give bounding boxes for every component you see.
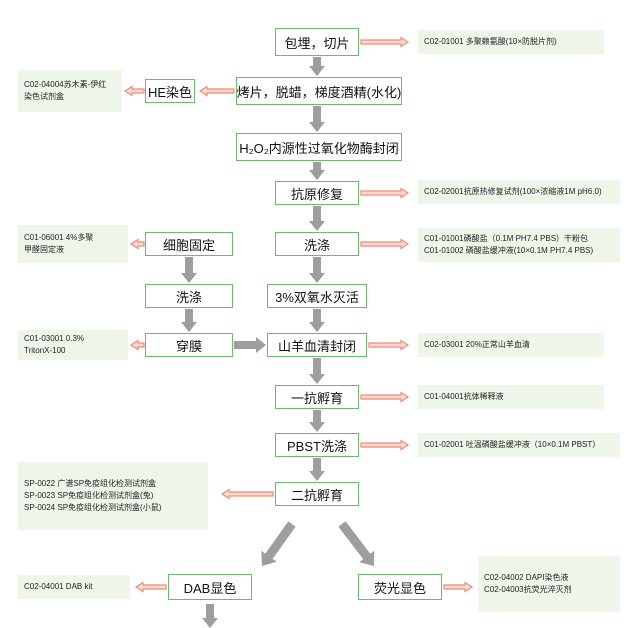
reagent-note-primary: C01-04001抗体稀释液 — [418, 385, 604, 409]
reagent-line: C01-02001 吐温磷酸盐缓冲液（10×0.1M PBST） — [424, 440, 601, 449]
reagent-line: C01-01001磷酸盐（0.1M PH7.4 PBS）干粉包 — [424, 234, 589, 243]
step-serum-block: 山羊血清封闭 — [267, 333, 367, 357]
arrow-diag-to-fluor — [338, 521, 375, 566]
step-label: DAB显色 — [183, 580, 237, 596]
step-cell-fixation: 细胞固定 — [145, 232, 233, 256]
arrow-down-h2o2-serum — [309, 309, 325, 332]
arrow-right-reagent-serum — [368, 339, 410, 351]
step-label: 二抗孵育 — [290, 487, 343, 503]
arrow-down-wash-perm — [181, 309, 197, 332]
reagent-note-embed: C02-01001 多聚赖氨酸(10×防脱片剂) — [418, 30, 604, 54]
step-label: 穿膜 — [175, 338, 202, 354]
step-peroxidase-block: H₂O₂内源性过氧化物酶封闭 — [236, 133, 402, 161]
reagent-line: C01-03001 0.3% — [24, 334, 85, 343]
reagent-line: C01-04001抗体稀释液 — [424, 392, 504, 401]
arrow-down-pbst-secondary — [309, 458, 325, 481]
reagent-line: C02-04002 DAPI染色液 — [484, 573, 569, 582]
reagent-line: C02-03001 20%正常山羊血清 — [424, 340, 530, 349]
reagent-note-wash: C01-01001磷酸盐（0.1M PH7.4 PBS）干粉包 C01-0100… — [418, 228, 620, 262]
step-h2o2-inactivation: 3%双氧水灭活 — [267, 284, 367, 308]
arrow-left-reagent-secondary — [220, 488, 274, 500]
arrow-right-reagent-fluor — [443, 581, 474, 593]
step-wash-cells: 洗涤 — [145, 284, 233, 308]
step-label: 荧光显色 — [373, 580, 426, 596]
reagent-note-dab: C02-04001 DAB kit — [18, 575, 130, 599]
step-antigen-retrieval: 抗原修复 — [275, 181, 359, 205]
reagent-line: C02-04004苏木素-伊红 — [24, 80, 107, 89]
arrow-down-peroxidase-antigen — [309, 162, 325, 180]
step-secondary-antibody: 二抗孵育 — [275, 482, 359, 506]
step-he-stain: HE染色 — [145, 79, 195, 103]
arrow-down-dab-continue — [202, 604, 218, 628]
reagent-line: SP-0023 SP免疫组化检测试剂盒(兔) — [24, 491, 154, 500]
reagent-line: 染色试剂盒 — [24, 92, 64, 101]
arrow-left-reagent-perm — [129, 339, 145, 351]
arrow-down-embed-bake — [309, 57, 325, 76]
step-wash: 洗涤 — [275, 232, 359, 256]
reagent-line: TritonX-100 — [24, 346, 66, 355]
step-label: 山羊血清封闭 — [277, 338, 356, 354]
step-label: 洗涤 — [175, 289, 202, 305]
step-embed: 包埋，切片 — [275, 28, 359, 56]
reagent-note-fluor: C02-04002 DAPI染色液 C02-04003抗荧光淬灭剂 — [478, 556, 620, 612]
reagent-note-secondary: SP-0022 广谱SP免疫组化检测试剂盒 SP-0023 SP免疫组化检测试剂… — [18, 462, 208, 530]
reagent-note-serum: C02-03001 20%正常山羊血清 — [418, 333, 604, 357]
reagent-line: C01-01002 磷酸盐缓冲液(10×0.1M PH7.4 PBS) — [424, 246, 594, 255]
step-label: 包埋，切片 — [284, 35, 350, 51]
arrow-right-reagent-antigen — [360, 187, 410, 199]
arrow-down-wash-h2o2 — [309, 257, 325, 283]
step-fluorescence: 荧光显色 — [358, 574, 442, 600]
arrow-down-bake-peroxidase — [309, 106, 325, 132]
arrow-right-reagent-embed — [360, 36, 410, 48]
step-permeabilization: 穿膜 — [145, 333, 233, 357]
arrow-left-reagent-cellfix — [129, 238, 145, 250]
arrow-right-reagent-wash — [360, 238, 410, 250]
arrow-right-reagent-pbst — [360, 439, 410, 451]
arrow-down-antigen-wash — [309, 206, 325, 231]
reagent-note-antigen: C02-02001抗原热修复试剂(100×浓缩液1M pH6.0) — [418, 180, 620, 204]
step-label: 一抗孵育 — [290, 390, 343, 406]
reagent-note-perm: C01-03001 0.3% TritonX-100 — [18, 330, 128, 360]
step-label: HE染色 — [147, 84, 193, 100]
step-label: 3%双氧水灭活 — [275, 289, 359, 305]
arrow-left-bake-he — [198, 85, 235, 97]
arrow-left-reagent-he — [123, 85, 145, 97]
reagent-line: C01-06001 4%多聚 — [24, 233, 94, 242]
step-label: H₂O₂内源性过氧化物酶封闭 — [239, 140, 399, 156]
step-pbst-wash: PBST洗涤 — [275, 433, 359, 457]
arrow-right-reagent-primary — [360, 391, 410, 403]
arrow-diag-to-dab — [261, 521, 296, 566]
reagent-note-cell-fix: C01-06001 4%多聚 甲醛固定液 — [18, 225, 128, 263]
arrow-left-reagent-dab — [134, 581, 167, 593]
arrow-down-primary-pbst — [309, 410, 325, 432]
reagent-line: C02-04003抗荧光淬灭剂 — [484, 585, 572, 594]
reagent-line: SP-0024 SP免疫组化检测试剂盒(小鼠) — [24, 503, 162, 512]
reagent-note-pbst: C01-02001 吐温磷酸盐缓冲液（10×0.1M PBST） — [418, 433, 620, 457]
reagent-line: 甲醛固定液 — [24, 245, 64, 254]
arrow-down-serum-primary — [309, 358, 325, 384]
reagent-line: C02-01001 多聚赖氨酸(10×防脱片剂) — [424, 37, 557, 46]
step-label: PBST洗涤 — [287, 438, 347, 454]
step-bake: 烤片，脱蜡，梯度酒精(水化) — [236, 77, 402, 105]
step-label: 细胞固定 — [162, 237, 215, 253]
step-label: 烤片，脱蜡，梯度酒精(水化) — [236, 84, 402, 100]
reagent-line: SP-0022 广谱SP免疫组化检测试剂盒 — [24, 479, 157, 488]
step-dab-stain: DAB显色 — [168, 574, 252, 600]
step-primary-antibody: 一抗孵育 — [275, 385, 359, 409]
reagent-line: C02-02001抗原热修复试剂(100×浓缩液1M pH6.0) — [424, 187, 602, 196]
arrow-down-cellfix-wash — [181, 257, 197, 283]
reagent-note-he: C02-04004苏木素-伊红 染色试剂盒 — [18, 70, 122, 112]
reagent-line: C02-04001 DAB kit — [24, 582, 93, 591]
step-label: 洗涤 — [303, 237, 330, 253]
step-label: 抗原修复 — [290, 186, 343, 202]
arrow-right-perm-serum — [234, 337, 266, 353]
